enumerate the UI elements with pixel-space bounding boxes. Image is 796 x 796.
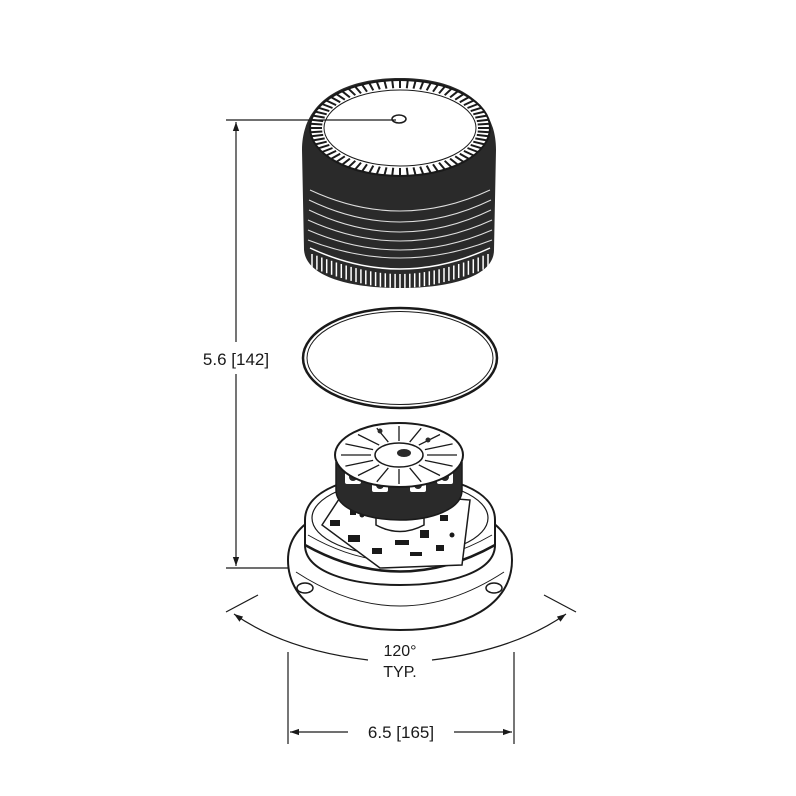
angle-dimension-label: 120° — [383, 643, 416, 660]
cap-ribs — [310, 80, 490, 176]
height-dimension: 5.6 [142] — [203, 119, 396, 569]
base-assembly — [286, 422, 514, 632]
width-dimension: 6.5 [165] — [287, 652, 515, 744]
o-ring-gasket — [301, 306, 499, 410]
lens-dome — [302, 78, 496, 288]
height-dimension-label: 5.6 [142] — [203, 350, 269, 369]
angle-typical-note: TYP. — [383, 664, 417, 681]
width-dimension-label: 6.5 [165] — [368, 723, 434, 742]
angle-dimension: 120° TYP. — [225, 594, 577, 681]
